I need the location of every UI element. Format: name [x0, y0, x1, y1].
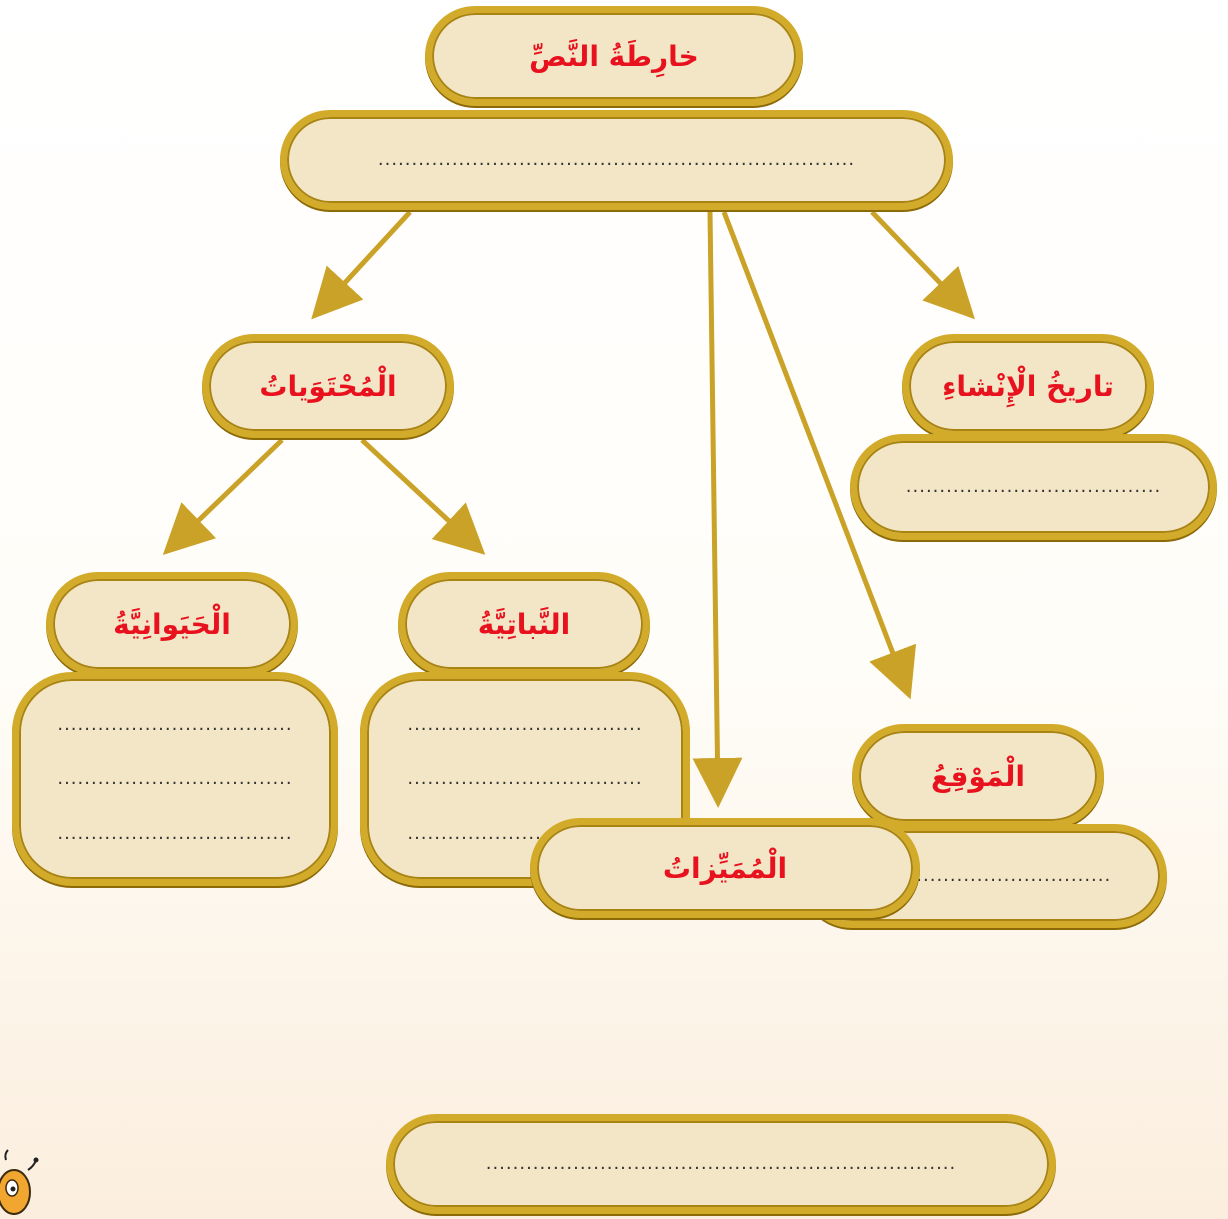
animals-answer-line[interactable]: ................................... — [57, 768, 293, 789]
features-label: الْمُمَيِّزاتُ — [662, 851, 788, 885]
features-answer-box[interactable]: ........................................… — [386, 1114, 1056, 1214]
plants-label: النَّباتِيَّةُ — [477, 607, 571, 641]
date-title-box: تاريخُ الْإِنْشاءِ — [902, 334, 1154, 438]
plants-answer-line[interactable]: ................................... — [407, 768, 643, 789]
features-answer-line[interactable]: ........................................… — [485, 1153, 957, 1174]
plants-title-box: النَّباتِيَّةُ — [398, 572, 650, 676]
date-answer-line[interactable]: ...................................... — [905, 476, 1162, 497]
location-label: الْمَوْقِعُ — [931, 759, 1025, 793]
contents-box: الْمُحْتَوَياتُ — [202, 334, 454, 438]
text-map-answer-box[interactable]: ........................................… — [280, 110, 953, 210]
date-answer-box[interactable]: ...................................... — [850, 434, 1217, 540]
text-map-title-box: خارِطَةُ النَّصِّ — [425, 6, 803, 106]
arrow-to-plants — [360, 438, 486, 555]
arrow-to-date — [870, 210, 975, 320]
text-map-title: خارِطَةُ النَّصِّ — [529, 39, 699, 73]
animals-title-box: الْحَيَوانِيَّةُ — [46, 572, 298, 676]
arrow-to-contents — [311, 210, 412, 320]
animals-answer-box[interactable]: ................................... ....… — [12, 672, 338, 886]
text-map-answer-line[interactable]: ........................................… — [377, 149, 856, 170]
location-title-box: الْمَوْقِعُ — [852, 724, 1104, 828]
plants-answer-line[interactable]: ................................... — [407, 713, 643, 735]
date-label: تاريخُ الْإِنْشاءِ — [942, 369, 1114, 403]
arrow-to-features — [692, 211, 743, 808]
features-title-box: الْمُمَيِّزاتُ — [530, 818, 920, 918]
animals-answer-line[interactable]: ................................... — [57, 822, 293, 844]
arrow-to-location — [721, 211, 917, 700]
mascot-illustration — [0, 1149, 39, 1215]
animals-answer-line[interactable]: ................................... — [57, 713, 293, 735]
animals-label: الْحَيَوانِيَّةُ — [113, 607, 231, 641]
contents-label: الْمُحْتَوَياتُ — [259, 369, 397, 403]
arrow-to-animals — [162, 438, 284, 555]
